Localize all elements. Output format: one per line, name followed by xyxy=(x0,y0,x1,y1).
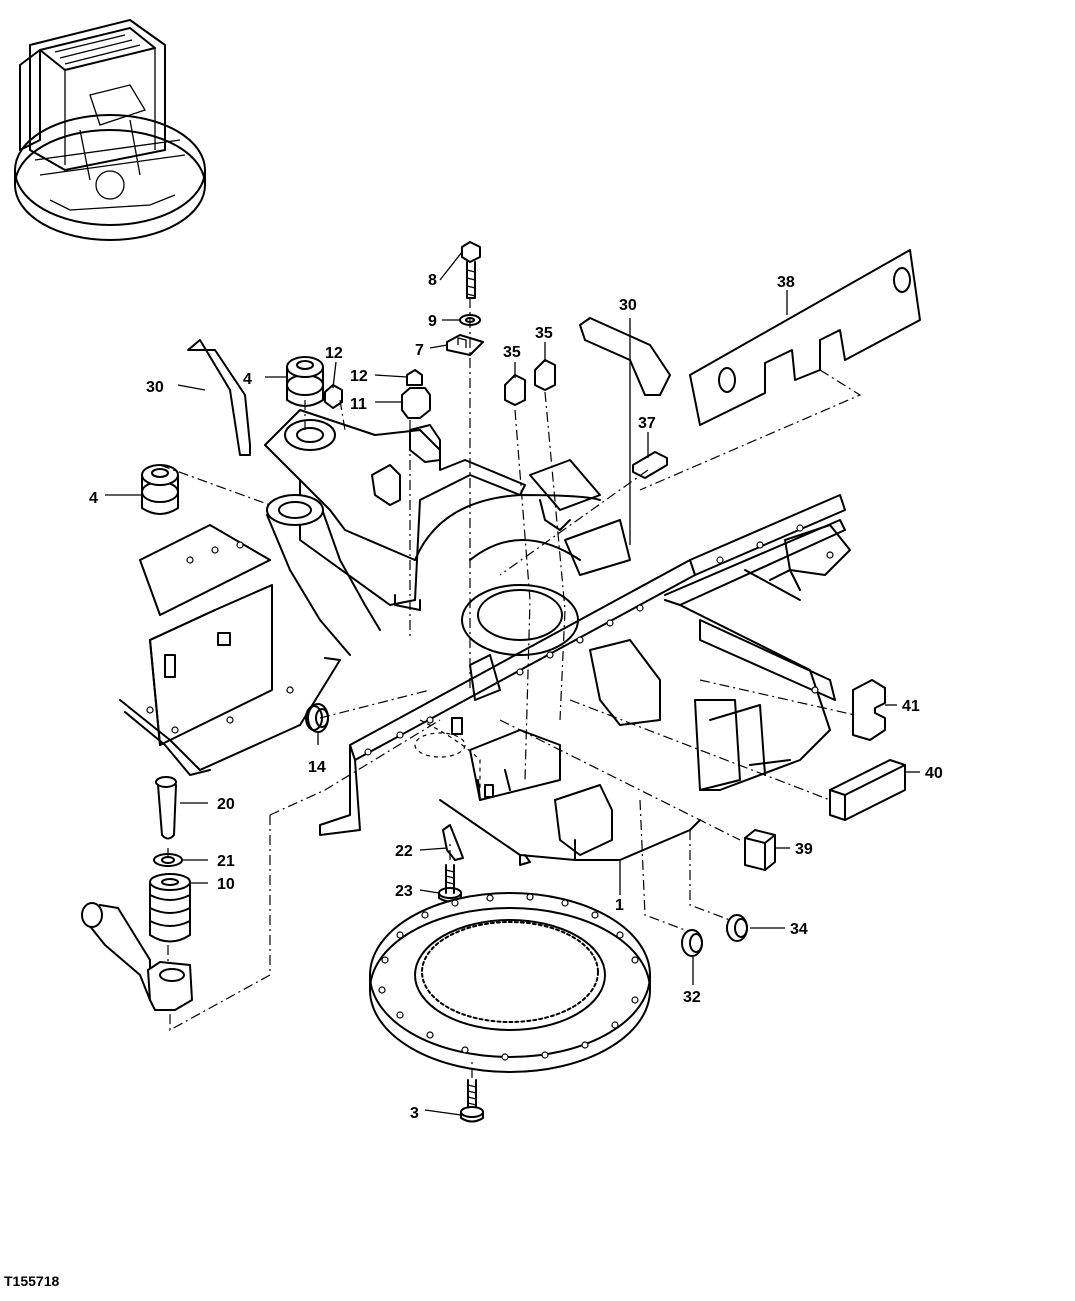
callout-34: 34 xyxy=(790,921,808,938)
callout-12-left: 12 xyxy=(325,345,343,362)
callout-39: 39 xyxy=(795,841,813,858)
callout-23: 23 xyxy=(395,883,413,900)
part-37-block xyxy=(632,451,668,479)
callout-30-upper: 30 xyxy=(619,297,637,314)
callout-labels: 1 3 4 4 7 8 9 10 11 12 12 14 20 21 22 23… xyxy=(89,272,943,1122)
part-30-bar-upper xyxy=(579,317,671,396)
part-4-mount-upper xyxy=(286,356,324,407)
callout-35-right: 35 xyxy=(535,325,553,342)
part-10-mounts xyxy=(149,873,191,943)
part-11-fitting xyxy=(401,387,431,419)
callout-8: 8 xyxy=(428,272,437,289)
callout-35-left: 35 xyxy=(503,344,521,361)
part-20-pin xyxy=(155,776,177,840)
part-41-clip xyxy=(852,679,886,741)
part-23-bolt xyxy=(438,864,462,903)
part-14-grommet xyxy=(305,703,329,733)
locator-thumbnail xyxy=(14,19,206,241)
part-12-fitting xyxy=(406,369,423,386)
callout-14: 14 xyxy=(308,759,326,776)
part-39-block xyxy=(744,829,776,871)
figure-id: T155718 xyxy=(4,1273,60,1289)
callout-37: 37 xyxy=(638,415,656,432)
part-32-plug xyxy=(681,929,703,957)
assembly-lines xyxy=(159,298,862,1078)
callout-4-lower: 4 xyxy=(89,490,98,507)
part-4-mount-lower xyxy=(141,464,179,515)
part-22-clip xyxy=(442,824,464,861)
callout-40: 40 xyxy=(925,765,943,782)
part-3-bolt xyxy=(460,1079,484,1123)
callout-1: 1 xyxy=(615,897,624,914)
leader-lines xyxy=(105,251,920,1116)
callout-3: 3 xyxy=(410,1105,419,1122)
part-12-nut-left xyxy=(324,384,343,409)
callout-41: 41 xyxy=(902,698,920,715)
swing-bearing xyxy=(369,892,651,1073)
callout-38: 38 xyxy=(777,274,795,291)
part-40-pad xyxy=(829,759,906,821)
callout-10: 10 xyxy=(217,876,235,893)
part-35-blocks xyxy=(504,359,556,406)
callout-12-right: 12 xyxy=(350,368,368,385)
callout-30-left: 30 xyxy=(146,379,164,396)
part-8-bolt xyxy=(461,241,481,299)
callout-7: 7 xyxy=(415,342,424,359)
part-30-bar-left xyxy=(187,339,251,456)
callout-32: 32 xyxy=(683,989,701,1006)
pivot-bracket xyxy=(81,902,193,1011)
part-34-plug xyxy=(726,914,748,942)
callout-21: 21 xyxy=(217,853,235,870)
callout-9: 9 xyxy=(428,313,437,330)
part-38-plate xyxy=(689,249,921,426)
callout-22: 22 xyxy=(395,843,413,860)
part-7-plate xyxy=(446,334,484,356)
callout-4-upper: 4 xyxy=(243,371,252,388)
callout-20: 20 xyxy=(217,796,235,813)
callout-11: 11 xyxy=(350,396,367,413)
